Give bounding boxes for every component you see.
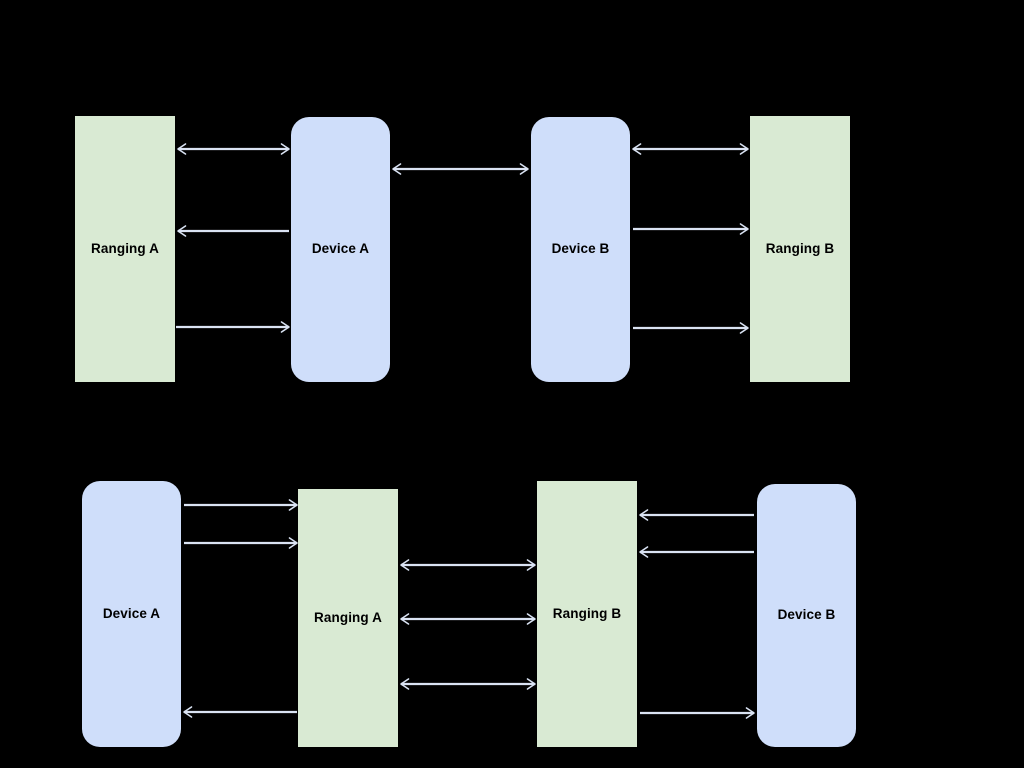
node-top-ranging-b[interactable]: Ranging B — [750, 116, 850, 382]
edge-b2 — [184, 537, 298, 549]
node-bot-device-b[interactable]: Device B — [757, 484, 856, 747]
arrow-head-left — [400, 613, 410, 625]
arrow-head-right — [526, 613, 536, 625]
edge-t3 — [176, 321, 290, 333]
arrow-head-right — [280, 143, 290, 155]
edge-b6 — [400, 678, 536, 690]
node-bot-device-a[interactable]: Device A — [82, 481, 181, 747]
node-bot-ranging-a[interactable]: Ranging A — [298, 489, 398, 747]
node-label: Ranging A — [91, 240, 159, 256]
node-bot-ranging-b[interactable]: Ranging B — [537, 481, 637, 747]
node-top-device-b[interactable]: Device B — [531, 117, 630, 382]
edge-b8 — [639, 546, 754, 558]
node-top-device-a[interactable]: Device A — [291, 117, 390, 382]
edge-t5 — [632, 143, 749, 155]
arrow-head-left — [392, 163, 402, 175]
arrow-head-left — [400, 678, 410, 690]
edge-b9 — [640, 707, 755, 719]
edge-t2 — [177, 225, 289, 237]
arrow-head-left — [639, 509, 649, 521]
arrow-head-right — [745, 707, 755, 719]
edge-t6 — [633, 223, 749, 235]
edge-t1 — [177, 143, 290, 155]
edge-b1 — [184, 499, 298, 511]
edge-b7 — [639, 509, 754, 521]
edge-t7 — [633, 322, 749, 334]
arrow-head-right — [739, 322, 749, 334]
edge-t4 — [392, 163, 529, 175]
arrow-head-right — [288, 499, 298, 511]
edge-b3 — [183, 706, 297, 718]
arrow-head-right — [519, 163, 529, 175]
arrow-head-right — [280, 321, 290, 333]
node-label: Device B — [777, 607, 836, 623]
node-label: Ranging A — [314, 609, 382, 625]
arrow-head-left — [639, 546, 649, 558]
node-label: Ranging B — [552, 605, 622, 621]
edge-b5 — [400, 613, 536, 625]
node-label: Device A — [311, 241, 370, 257]
arrow-head-right — [739, 143, 749, 155]
arrow-head-right — [288, 537, 298, 549]
arrow-head-left — [183, 706, 193, 718]
edge-b4 — [400, 559, 536, 571]
arrow-head-left — [177, 143, 187, 155]
node-label: Ranging B — [765, 240, 835, 256]
node-label: Device A — [102, 605, 161, 621]
arrow-head-right — [526, 678, 536, 690]
arrow-head-left — [632, 143, 642, 155]
node-top-ranging-a[interactable]: Ranging A — [75, 116, 175, 382]
arrow-head-right — [526, 559, 536, 571]
arrow-head-left — [400, 559, 410, 571]
node-label: Device B — [551, 241, 610, 257]
arrow-head-left — [177, 225, 187, 237]
arrow-head-right — [739, 223, 749, 235]
